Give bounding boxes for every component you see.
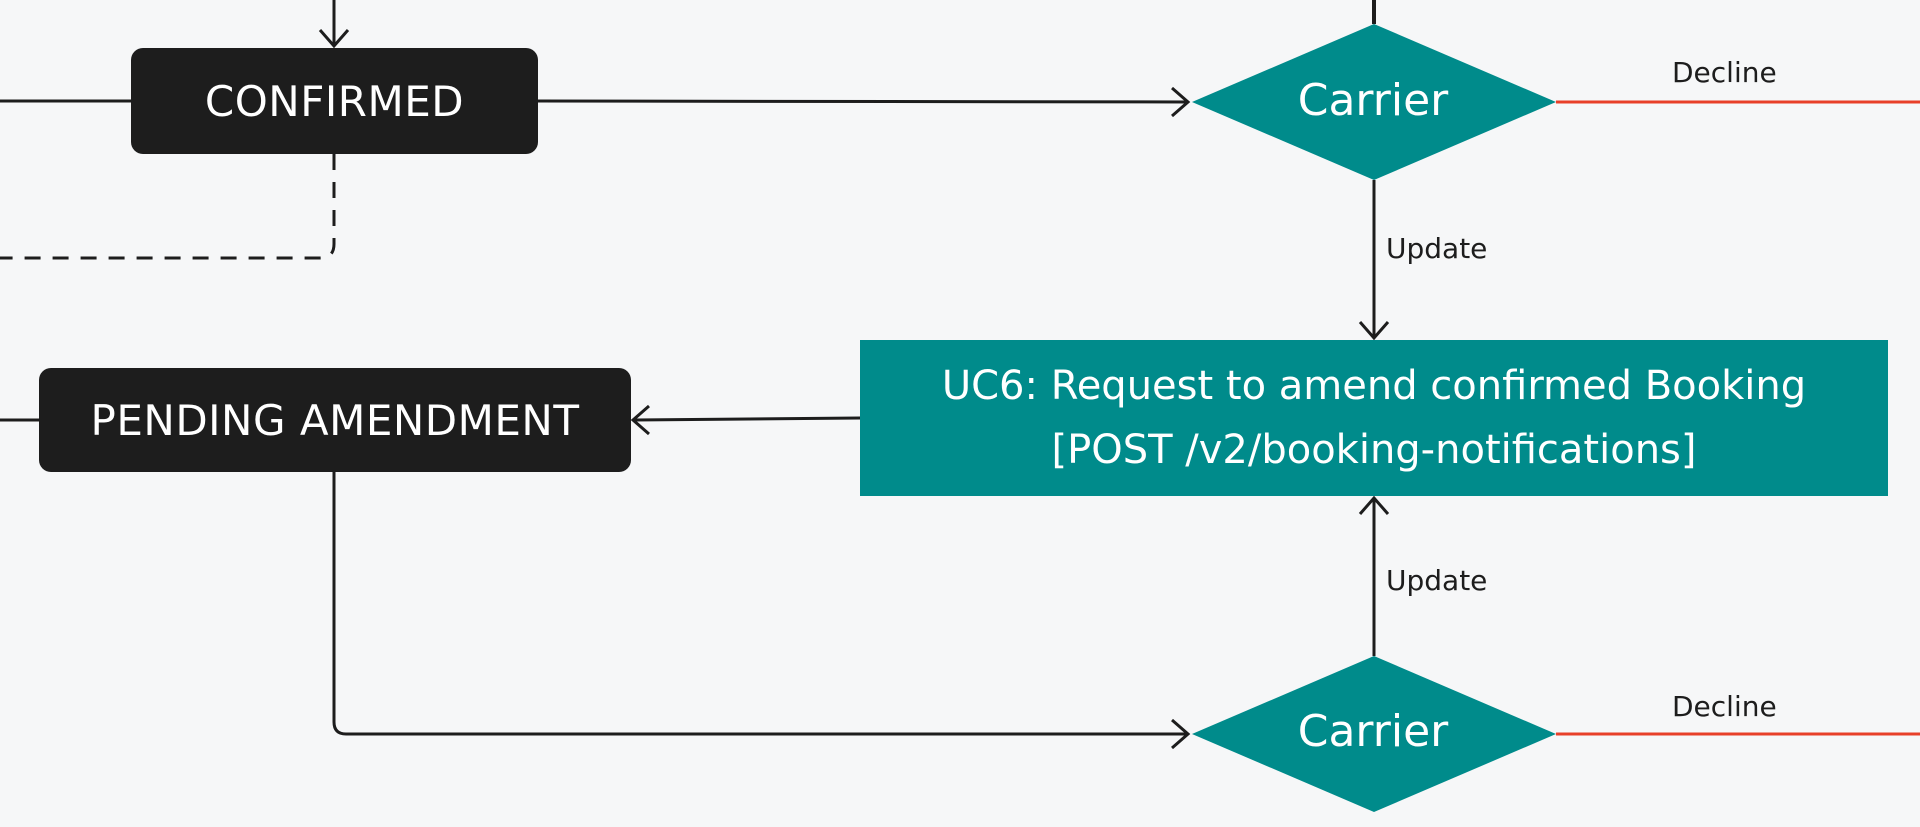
arrowhead-carrier-bottom	[1171, 718, 1191, 750]
arrowhead-pending	[630, 404, 650, 436]
edge-uc6-to-pending	[632, 416, 861, 422]
state-confirmed-label: CONFIRMED	[204, 76, 465, 126]
edge-label-update-top: Update	[1386, 232, 1488, 265]
decision-carrier-bottom-label: Carrier	[1297, 705, 1449, 757]
arrowhead-update-top	[1358, 321, 1390, 341]
edge-label-decline-top: Decline	[1672, 56, 1777, 89]
arrowhead-update-bottom	[1358, 495, 1390, 515]
state-pending-amendment-label: PENDING AMENDMENT	[90, 395, 580, 445]
decision-carrier-top-label: Carrier	[1297, 74, 1449, 126]
edge-confirmed-to-carrier-top	[537, 99, 1189, 104]
use-case-endpoint: [POST /v2/booking-notifications]	[1051, 427, 1697, 473]
state-confirmed[interactable]: CONFIRMED	[131, 48, 538, 154]
edge-pending-to-carrier-bottom	[332, 472, 1188, 736]
use-case-uc6-box[interactable]: UC6: Request to amend confirmed Booking …	[860, 340, 1888, 496]
use-case-title: UC6: Request to amend confirmed Booking	[941, 363, 1807, 409]
edge-label-decline-bottom: Decline	[1672, 690, 1777, 723]
state-pending-amendment[interactable]: PENDING AMENDMENT	[39, 368, 631, 472]
arrowhead-carrier-top	[1171, 86, 1191, 118]
decision-carrier-top[interactable]	[1192, 24, 1556, 180]
edge-label-update-bottom: Update	[1386, 564, 1488, 597]
edge-confirmed-dashed-loop	[0, 154, 336, 260]
arrowhead-into-confirmed	[318, 29, 350, 49]
decision-carrier-bottom[interactable]	[1192, 656, 1556, 812]
